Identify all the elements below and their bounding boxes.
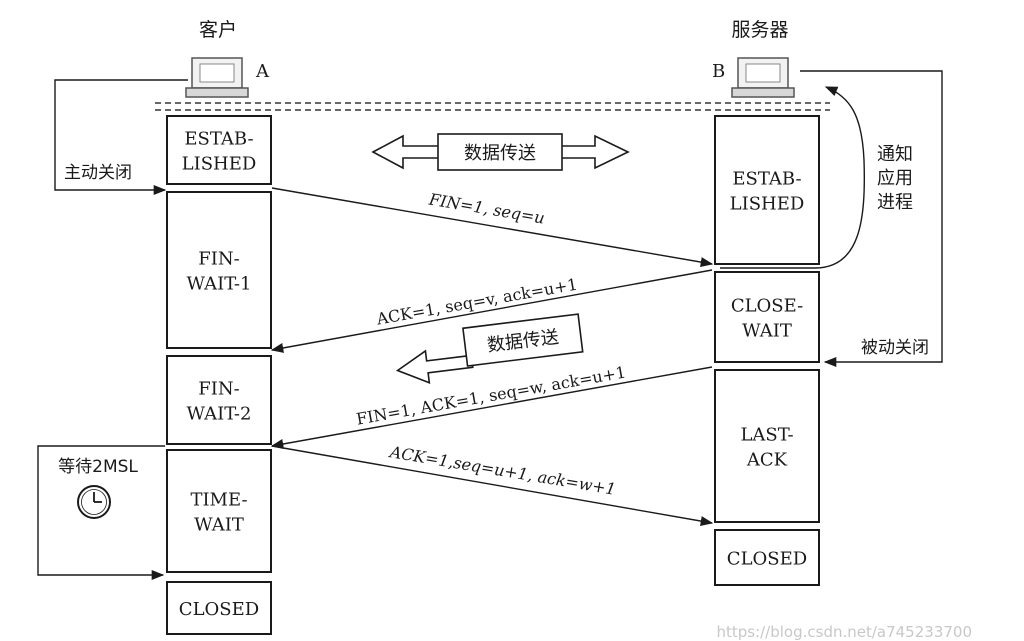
arrow-fin1 [271,187,714,268]
passive-close-label: 被动关闭 [861,338,929,358]
passive-close-line [800,70,943,368]
message-arrows [270,187,714,527]
msg-fin2: FIN=1, ACK=1, seq=w, ack=u+1 [355,362,628,428]
client-letter: A [255,61,270,82]
client-state-3: FIN- WAIT-2 [166,355,272,445]
network-line [155,102,830,111]
server-state-4: CLOSED [714,529,820,586]
wait-2msl-line [37,445,165,581]
client-state-1: ESTAB- LISHED [166,115,272,185]
client-state-2-line-2: WAIT-1 [187,274,252,295]
server-state-2: CLOSE- WAIT [714,271,820,363]
server-letter: B [712,61,725,82]
client-state-5-line-1: CLOSED [179,599,259,620]
server-state-3: LAST- ACK [714,369,820,523]
clock-icon [77,485,111,519]
client-title: 客户 [199,19,237,41]
client-state-column: ESTAB-LISHEDFIN-WAIT-1FIN-WAIT-2TIME-WAI… [166,115,272,635]
client-state-3-line-2: WAIT-2 [187,404,252,425]
server-title: 服务器 [731,19,788,41]
notify-app-line-3: 进程 [877,192,913,213]
wait-2msl-label: 等待2MSL [58,457,138,477]
one-way-data-arrow: 数据传送 [395,313,584,384]
client-state-1-line-1: ESTAB- [184,129,253,150]
arrow-ack2 [271,445,714,527]
client-state-2: FIN- WAIT-1 [166,191,272,349]
arrow-ack1 [270,269,713,353]
notify-app-curve [720,86,866,269]
server-state-3-line-1: LAST- [740,425,793,446]
client-state-3-line-1: FIN- [198,379,239,400]
server-state-column: ESTAB- LISHED CLOSE- WAIT LAST- ACK CLOSED [714,115,820,586]
msg-ack2: ACK=1,seq=u+1, ack=w+1 [387,442,618,499]
server-state-2-line-2: WAIT [742,321,792,342]
client-state-4-line-1: TIME- [190,490,247,511]
server-state-1: ESTAB- LISHED [714,115,820,265]
active-close-label: 主动关闭 [64,163,132,183]
arrow-fin2 [270,366,713,449]
client-state-4-line-2: WAIT [194,515,244,536]
client-state-1-line-2: LISHED [182,154,257,175]
server-computer-icon [731,57,795,98]
bidirectional-data-arrow: 数据传送 [371,133,630,171]
client-state-2-line-1: FIN- [198,249,239,270]
client-state-4: TIME- WAIT [166,449,272,573]
active-close-line [54,79,188,196]
server-state-2-line-1: CLOSE- [731,296,803,317]
client-computer-icon [185,57,249,98]
notify-app-line-2: 应用 [877,168,913,189]
server-state-4-line-1: CLOSED [727,549,807,570]
watermark: https://blog.csdn.net/a745233700 [716,623,972,641]
client-state-5: CLOSED [166,581,272,635]
server-state-1-line-1: ESTAB- [732,169,801,190]
server-state-3-line-2: ACK [746,450,788,471]
msg-fin1: FIN=1, seq=u [427,189,546,227]
notify-app-line-1: 通知 [877,144,913,165]
data-transfer-label: 数据传送 [464,143,536,164]
server-state-1-line-2: LISHED [730,194,805,215]
